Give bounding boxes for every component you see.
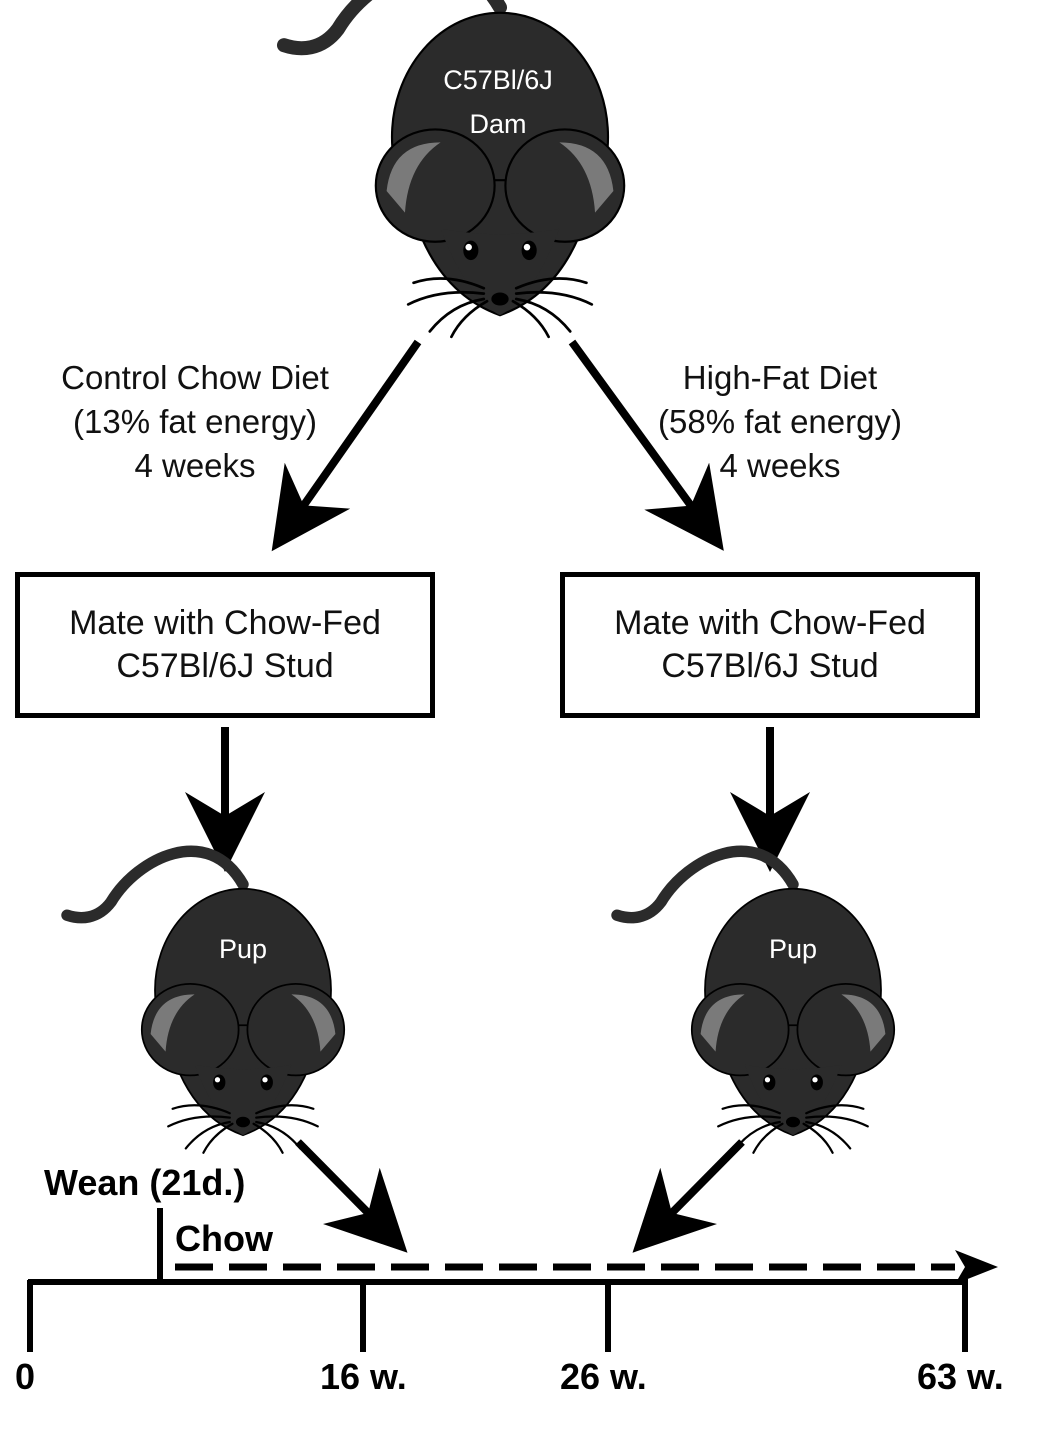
- arrow-to-highfat: [568, 339, 724, 551]
- tick-label-63w: 63 w.: [917, 1356, 1004, 1397]
- tick-label-26w: 26 w.: [560, 1356, 647, 1397]
- arrow-pup-left-to-timeline: [295, 1139, 408, 1253]
- dam-mouse-icon: [284, 0, 624, 337]
- mating-box-highfat-line1: Mate with Chow-Fed: [614, 604, 926, 642]
- mating-box-control-line2: C57Bl/6J Stud: [116, 647, 334, 685]
- arrow-pup-right-to-timeline: [632, 1139, 745, 1253]
- chow-label: Chow: [175, 1218, 273, 1259]
- dam-label-line2: Dam: [469, 109, 527, 139]
- dam-label: C57Bl/6J Dam: [420, 58, 576, 146]
- wean-label: Wean (21d.): [44, 1162, 246, 1203]
- highfat-diet-fat: (58% fat energy): [658, 403, 902, 440]
- control-diet-duration: 4 weeks: [134, 447, 256, 484]
- mating-box-highfat-line2: C57Bl/6J Stud: [661, 647, 879, 685]
- mating-box-control: Mate with Chow-Fed C57Bl/6J Stud: [15, 572, 435, 718]
- mating-box-control-line1: Mate with Chow-Fed: [69, 604, 381, 642]
- arrow-to-control: [271, 339, 422, 552]
- control-diet-name: Control Chow Diet: [61, 359, 329, 396]
- control-diet-label: Control Chow Diet (13% fat energy) 4 wee…: [30, 356, 360, 488]
- tick-label-0: 0: [15, 1356, 36, 1397]
- mating-box-highfat: Mate with Chow-Fed C57Bl/6J Stud: [560, 572, 980, 718]
- pup-right-label: Pup: [768, 934, 818, 964]
- pup-right-mouse-icon: [617, 851, 894, 1153]
- highfat-diet-duration: 4 weeks: [719, 447, 841, 484]
- tick-label-16w: 16 w.: [320, 1356, 407, 1397]
- pup-left-label: Pup: [218, 934, 268, 964]
- dam-label-line1: C57Bl/6J: [443, 65, 553, 95]
- control-diet-fat: (13% fat energy): [73, 403, 317, 440]
- pup-left-mouse-icon: [67, 851, 344, 1153]
- highfat-diet-name: High-Fat Diet: [682, 359, 878, 396]
- chow-arrowhead: [955, 1250, 998, 1284]
- highfat-diet-label: High-Fat Diet (58% fat energy) 4 weeks: [615, 356, 945, 488]
